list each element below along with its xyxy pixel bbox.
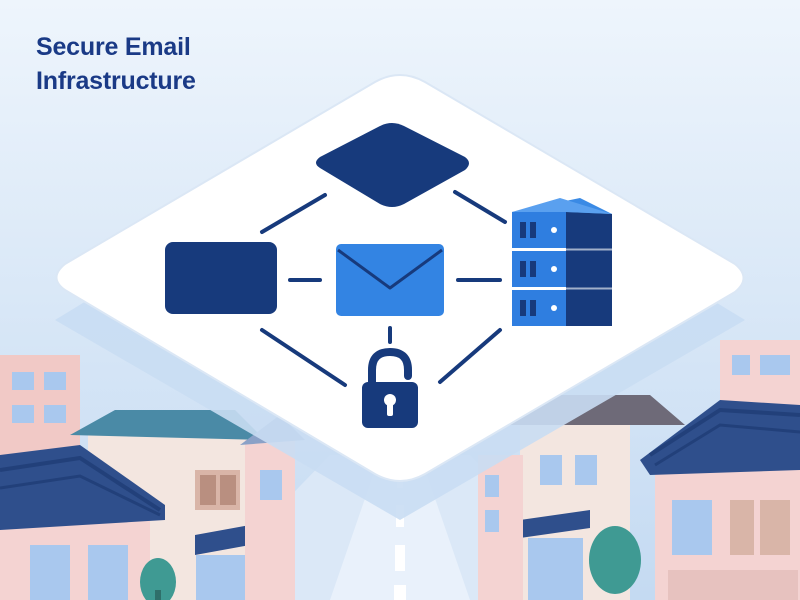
title-line-2: Infrastructure bbox=[36, 67, 196, 95]
document-icon bbox=[165, 242, 277, 314]
left-buildings bbox=[0, 410, 305, 600]
envelope-icon bbox=[336, 244, 444, 316]
network-connectors bbox=[260, 190, 507, 387]
right-buildings bbox=[478, 395, 800, 600]
padlock-icon bbox=[362, 347, 418, 428]
folder-icon bbox=[316, 123, 469, 207]
server-icon bbox=[512, 198, 612, 326]
title-line-1: Secure Email bbox=[36, 33, 191, 61]
page-title: Secure Email Infrastructure bbox=[36, 30, 196, 98]
